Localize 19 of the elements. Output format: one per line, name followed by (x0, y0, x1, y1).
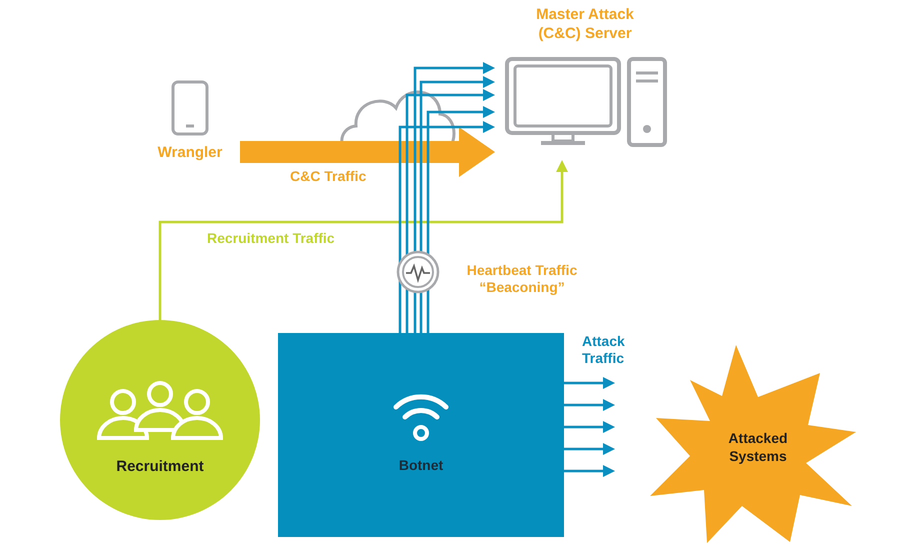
arrow (564, 443, 615, 455)
arrow (158, 160, 568, 320)
node-label: Recruitment (115, 458, 205, 475)
annotation-text: Attack Traffic (582, 333, 626, 367)
node-label: Wrangler (156, 144, 224, 161)
arrow (564, 465, 615, 477)
node-label: Master Attack (C&C) Server (535, 5, 635, 43)
node-label: Botnet (398, 457, 444, 473)
arrow (406, 89, 495, 333)
botnet-box (278, 333, 564, 537)
thick-arrow (240, 127, 495, 177)
arrow (564, 421, 615, 433)
arrow (398, 121, 495, 333)
arrow (564, 399, 615, 411)
node-label: Attacked Systems (727, 429, 789, 465)
arrow (564, 377, 615, 389)
edge-label: C&C Traffic (290, 168, 366, 185)
annotation-text: Heartbeat Traffic “Beaconing” (466, 262, 578, 296)
edge-label: Recruitment Traffic (207, 230, 335, 247)
